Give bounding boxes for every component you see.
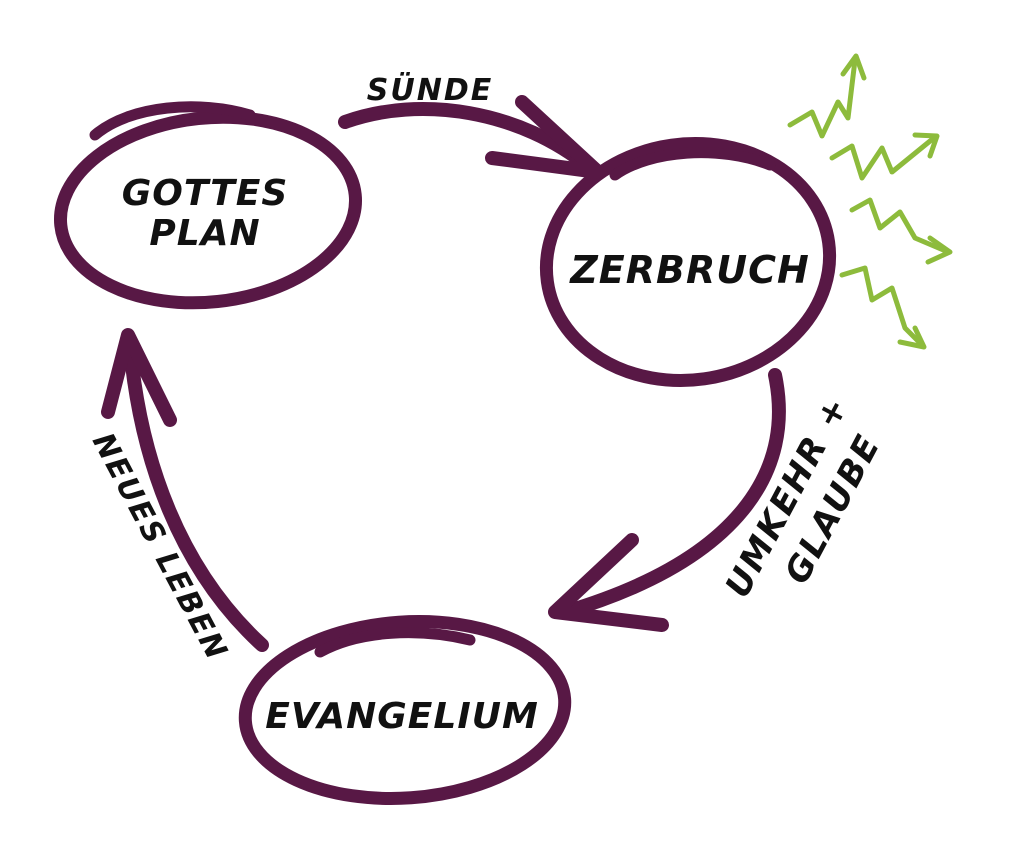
edge-neues-leben-arrowhead [101, 328, 177, 427]
node-gottes-plan-stroke [89, 101, 256, 141]
node-zerbruch: ZERBRUCH [539, 136, 837, 388]
edge-neues-leben-label: NEUES LEBEN [85, 427, 234, 666]
edge-suende-label: SÜNDE [367, 71, 493, 108]
edge-umkehr-glaube-line [558, 368, 786, 619]
zigzag-arrow-3 [849, 197, 951, 255]
node-gottes-plan-label-line1: GOTTES [122, 173, 289, 214]
zigzag-arrow-1 [787, 57, 858, 139]
edge-umkehr-glaube: UMKEHR + GLAUBE [548, 368, 889, 632]
zigzag-arrow-4-head [897, 325, 927, 350]
node-gottes-plan: GOTTES PLAN [53, 101, 363, 310]
node-evangelium: EVANGELIUM [238, 615, 572, 805]
node-zerbruch-stroke [609, 147, 776, 181]
edge-suende-arrowhead [485, 95, 605, 179]
zigzag-arrow-1-head [840, 53, 867, 81]
edge-umkehr-glaube-arrowhead [548, 533, 669, 632]
zigzag-arrow-2-head [912, 132, 940, 159]
node-gottes-plan-label-line2: PLAN [149, 213, 260, 254]
zigzag-arrows-icon [787, 53, 953, 350]
edge-suende: SÜNDE [338, 71, 605, 179]
zigzag-arrow-3-head [925, 235, 953, 265]
node-evangelium-label: EVANGELIUM [265, 696, 539, 737]
edge-neues-leben-line [123, 338, 269, 652]
zigzag-arrow-4 [839, 265, 925, 348]
node-zerbruch-label: ZERBRUCH [569, 248, 810, 292]
zigzag-arrow-2 [829, 134, 938, 181]
node-evangelium-ring [238, 615, 572, 805]
edge-neues-leben: NEUES LEBEN [85, 328, 269, 667]
edge-neues-leben-label-group: NEUES LEBEN [85, 427, 234, 666]
node-gottes-plan-ring [53, 110, 363, 310]
node-zerbruch-ring [539, 136, 837, 388]
node-evangelium-stroke [314, 627, 476, 658]
